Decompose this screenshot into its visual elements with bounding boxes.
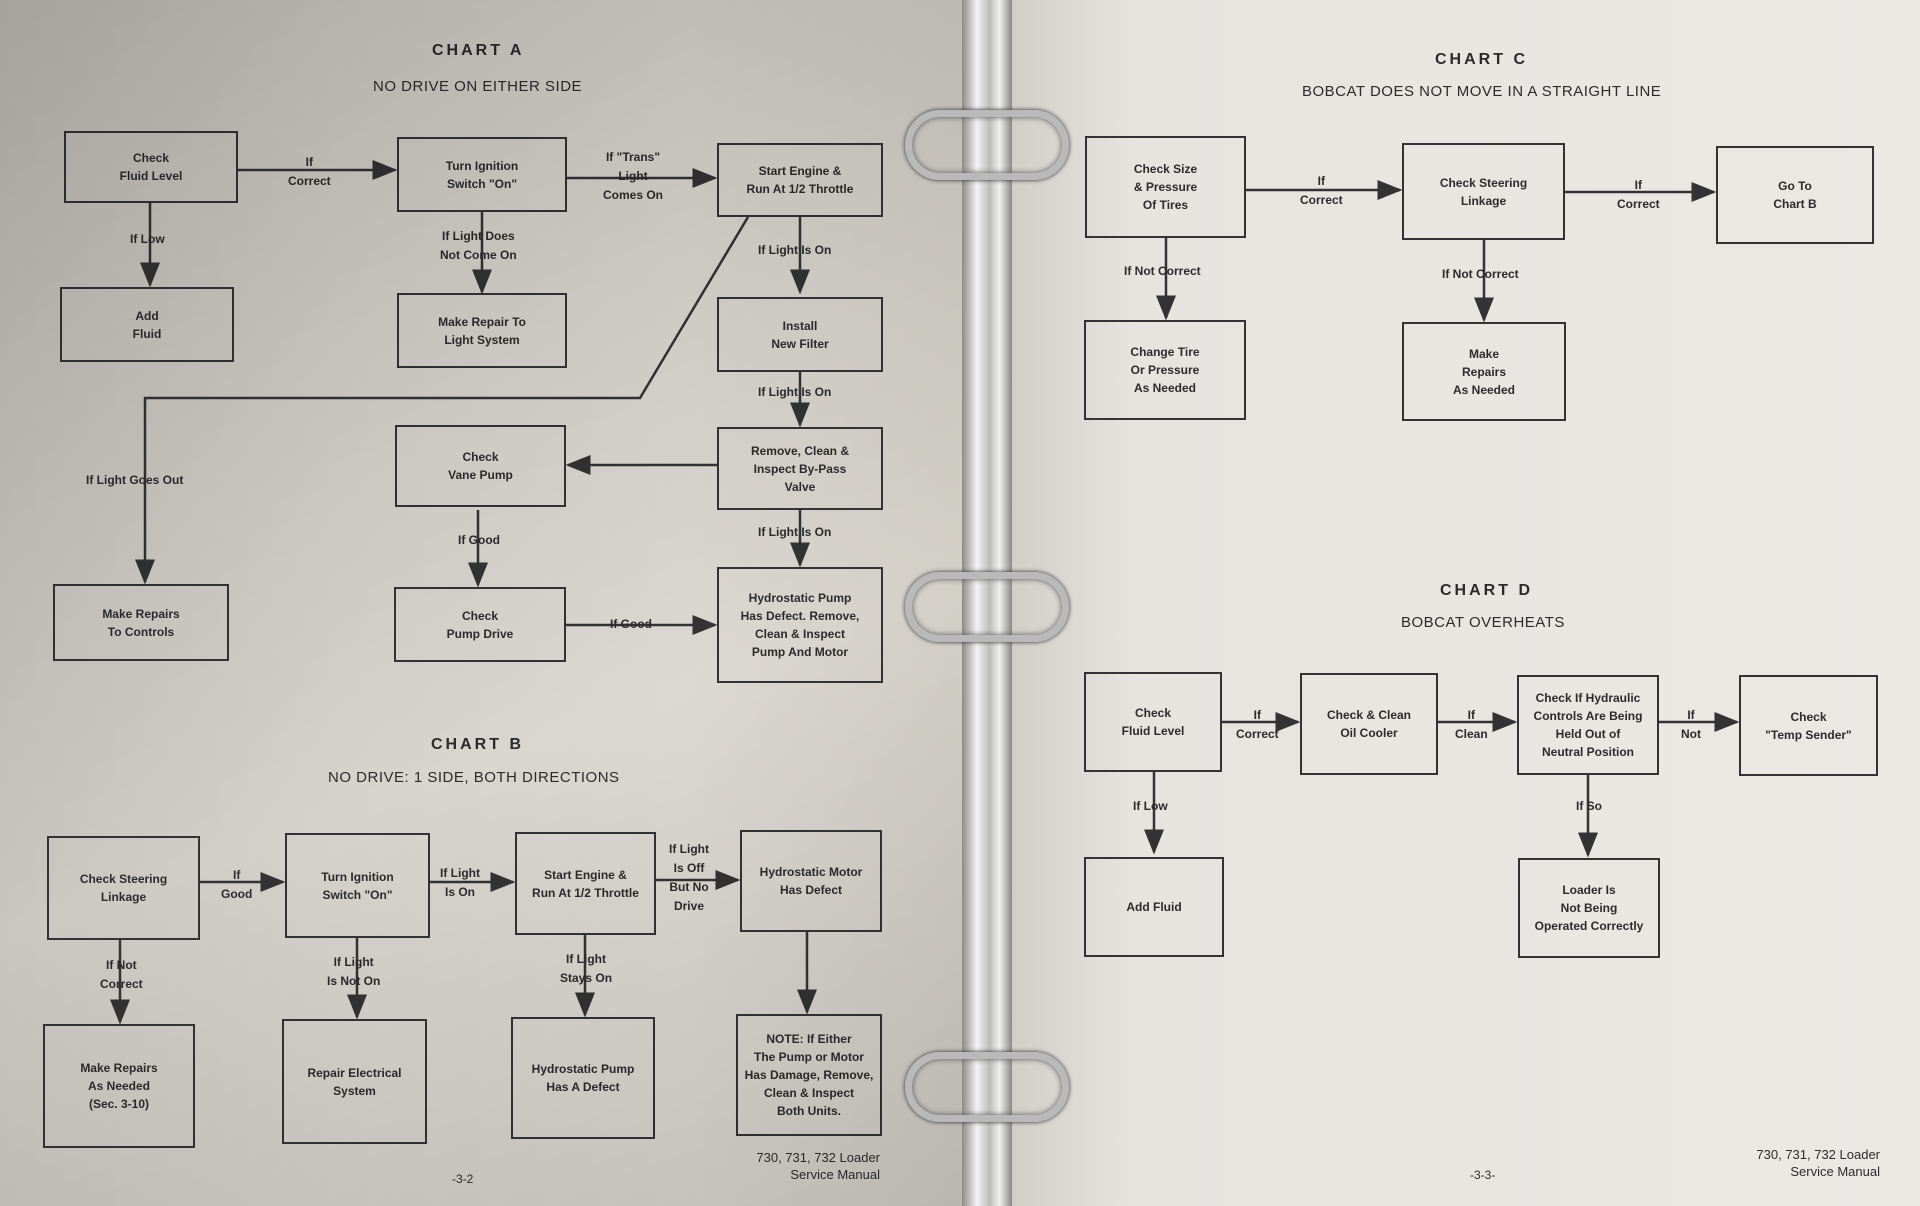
chart-b-start-engine-box: Start Engine & Run At 1/2 Throttle [515, 832, 656, 935]
chart-c-go-to-b-box: Go To Chart B [1716, 146, 1874, 244]
chart-a-pump-defect-box: Hydrostatic Pump Has Defect. Remove, Cle… [717, 567, 883, 683]
chart-b-note-box: NOTE: If Either The Pump or Motor Has Da… [736, 1014, 882, 1136]
chart-c-title: CHART C [1435, 51, 1528, 68]
chart-c-make-repairs-box: Make Repairs As Needed [1402, 322, 1566, 421]
chart-a-if-correct-label: If Correct [288, 155, 331, 188]
chart-d-title: CHART D [1440, 582, 1533, 599]
chart-a-remove-bypass-box: Remove, Clean & Inspect By-Pass Valve [717, 427, 883, 510]
chart-b-if-light-off-label: If Light Is Off But No Drive [669, 842, 709, 913]
chart-d-add-fluid-box: Add Fluid [1084, 857, 1224, 957]
chart-c-check-steering-box: Check Steering Linkage [1402, 143, 1565, 240]
chart-a-check-drive-box: Check Pump Drive [394, 587, 566, 662]
chart-b-subtitle: NO DRIVE: 1 SIDE, BOTH DIRECTIONS [328, 769, 620, 786]
chart-d-check-cooler-box: Check & Clean Oil Cooler [1300, 673, 1438, 775]
chart-d-check-controls-box: Check If Hydraulic Controls Are Being He… [1517, 675, 1659, 775]
binder-spine [962, 0, 1012, 1206]
chart-a-repairs-controls-box: Make Repairs To Controls [53, 584, 229, 661]
chart-b-repair-electrical-box: Repair Electrical System [282, 1019, 427, 1144]
left-page-number: -3-2 [452, 1172, 474, 1186]
chart-b-check-steering-box: Check Steering Linkage [47, 836, 200, 940]
chart-a-start-engine-box: Start Engine & Run At 1/2 Throttle [717, 143, 883, 217]
chart-b-turn-ignition-box: Turn Ignition Switch "On" [285, 833, 430, 938]
chart-c-subtitle: BOBCAT DOES NOT MOVE IN A STRAIGHT LINE [1302, 83, 1662, 100]
chart-d-if-so-label: If So [1576, 799, 1602, 813]
chart-c-check-tires-box: Check Size & Pressure Of Tires [1085, 136, 1246, 238]
chart-a-turn-ignition-box: Turn Ignition Switch "On" [397, 137, 567, 212]
chart-a-install-filter-box: Install New Filter [717, 297, 883, 372]
chart-a-if-good-label-2: If Good [610, 617, 652, 631]
chart-a-if-light-on-label-2: If Light Is On [758, 385, 832, 399]
chart-a-if-light-not-label: If Light Does Not Come On [440, 229, 517, 262]
chart-a-check-vane-box: Check Vane Pump [395, 425, 566, 507]
chart-c-change-tire-box: Change Tire Or Pressure As Needed [1084, 320, 1246, 420]
chart-b-pump-defect-box: Hydrostatic Pump Has A Defect [511, 1017, 655, 1139]
binder-ring-middle [905, 572, 1069, 642]
chart-a-add-fluid-box: Add Fluid [60, 287, 234, 362]
chart-b-if-light-not-on-label: If Light Is Not On [327, 955, 381, 988]
chart-b-make-repairs-box: Make Repairs As Needed (Sec. 3-10) [43, 1024, 195, 1148]
chart-c-if-not-correct-label-2: If Not Correct [1442, 267, 1519, 281]
chart-b-if-light-stays-label: If Light Stays On [560, 952, 613, 985]
chart-b-title: CHART B [431, 736, 524, 753]
left-page-footer: 730, 731, 732 Loader Service Manual [756, 1150, 880, 1182]
chart-d-not-operated-box: Loader Is Not Being Operated Correctly [1518, 858, 1660, 958]
chart-d-if-low-label: If Low [1133, 799, 1168, 813]
chart-d-if-not-label: If Not [1681, 708, 1701, 741]
chart-c-if-correct-label-2: If Correct [1617, 178, 1660, 211]
chart-a-if-trans-label: If "Trans" Light Comes On [603, 150, 664, 202]
binder-ring-bottom [905, 1052, 1069, 1122]
chart-d-check-fluid-box: Check Fluid Level [1084, 672, 1222, 772]
chart-a-check-fluid-box: Check Fluid Level [64, 131, 238, 203]
chart-a-title: CHART A [432, 42, 525, 59]
chart-a-if-light-on-label-3: If Light Is On [758, 525, 832, 539]
chart-a-subtitle: NO DRIVE ON EITHER SIDE [373, 78, 583, 95]
chart-a-if-good-label-1: If Good [458, 533, 500, 547]
right-page-number: -3-3- [1470, 1168, 1496, 1182]
right-page [996, 0, 1920, 1206]
chart-b-motor-defect-box: Hydrostatic Motor Has Defect [740, 830, 882, 932]
chart-d-check-temp-box: Check "Temp Sender" [1739, 675, 1878, 776]
chart-d-if-correct-label: If Correct [1236, 708, 1279, 741]
chart-b-if-not-correct-label: If Not Correct [100, 958, 143, 991]
chart-a-if-low-label: If Low [130, 232, 165, 246]
chart-d-if-clean-label: If Clean [1455, 708, 1488, 741]
binder-ring-top [905, 110, 1069, 180]
chart-c-if-not-correct-label-1: If Not Correct [1124, 264, 1201, 278]
chart-a-if-light-on-label-1: If Light Is On [758, 243, 832, 257]
chart-c-if-correct-label-1: If Correct [1300, 174, 1343, 207]
chart-d-subtitle: BOBCAT OVERHEATS [1401, 614, 1565, 631]
chart-b-if-light-is-on-label: If Light Is On [440, 866, 480, 899]
chart-b-if-good-label: If Good [221, 868, 253, 901]
right-page-footer: 730, 731, 732 Loader Service Manual [1756, 1147, 1880, 1179]
chart-a-if-light-out-label: If Light Goes Out [86, 473, 184, 487]
chart-a-repair-light-box: Make Repair To Light System [397, 293, 567, 368]
